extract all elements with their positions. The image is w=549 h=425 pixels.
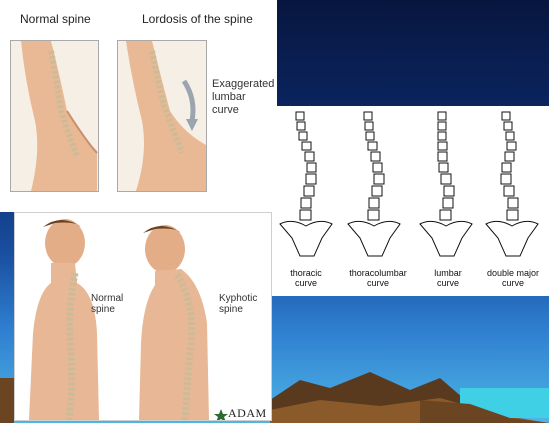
caption-double-major: double major curve (482, 268, 544, 288)
normal-spine-image (10, 40, 99, 192)
spine-lumbar (419, 111, 473, 257)
caption-double-major-line2: curve (501, 278, 524, 288)
caption-thoracolumbar-line1: thoracolumbar (349, 268, 407, 278)
kyphosis-panel: Normal spine Kyphotic spine ADAM (14, 212, 272, 422)
kyphotic-line2: spine (219, 304, 243, 315)
spine-double-major (485, 111, 539, 257)
caption-double-major-line1: double major (486, 268, 540, 278)
caption-thoracic: thoracic curve (278, 268, 334, 288)
kyphosis-figures (29, 219, 228, 422)
mountain-landscape (270, 372, 549, 423)
exaggerated-line1: Exaggerated (212, 78, 275, 90)
exaggerated-line2: lumbar (212, 91, 246, 103)
normal-line2: spine (91, 304, 115, 315)
caption-thoracolumbar-line2: curve (366, 278, 389, 288)
caption-lumbar: lumbar curve (420, 268, 476, 288)
scoliosis-diagram-panel: thoracic curve thoracolumbar curve lumba… (270, 106, 549, 296)
spine-thoracolumbar (347, 111, 401, 257)
spine-thoracic (279, 111, 333, 257)
exaggerated-line3: curve (212, 104, 239, 116)
normal-spine-kyphosis-label: Normal spine (91, 293, 123, 315)
mountain-left-edge (0, 378, 14, 423)
lordosis-image (117, 40, 207, 192)
kyphotic-spine-label: Kyphotic spine (219, 293, 257, 315)
normal-line1: Normal (91, 293, 124, 304)
lordosis-label: Lordosis of the spine (142, 12, 253, 26)
caption-lumbar-line1: lumbar (434, 268, 462, 278)
caption-thoracolumbar: thoracolumbar curve (342, 268, 414, 288)
adam-logo-icon (214, 409, 228, 422)
adam-brand-label: ADAM (228, 406, 267, 420)
scoliosis-spines (279, 111, 539, 257)
caption-thoracic-line2: curve (294, 278, 317, 288)
kyphotic-line1: Kyphotic (219, 293, 258, 304)
exaggerated-curve-label: Exaggerated lumbar curve (212, 78, 274, 117)
normal-spine-label: Normal spine (20, 12, 91, 26)
caption-lumbar-line2: curve (436, 278, 459, 288)
top-right-dark-area (277, 0, 549, 106)
caption-thoracic-line1: thoracic (290, 268, 322, 278)
